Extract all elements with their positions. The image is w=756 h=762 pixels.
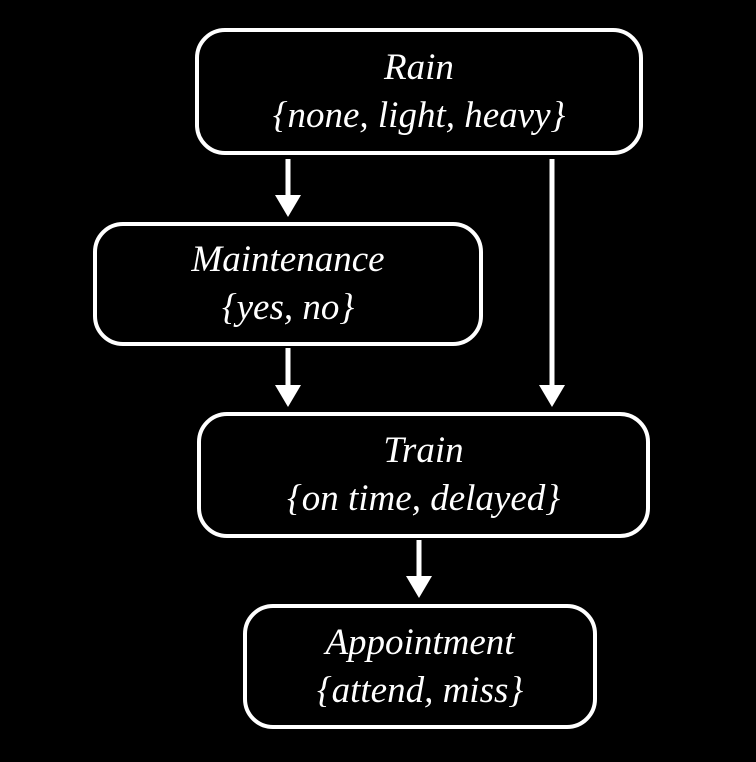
edge-maintenance-to-train-arrow xyxy=(275,348,301,407)
node-rain: Rain {none, light, heavy} xyxy=(195,28,643,155)
edge-rain-to-train-arrow xyxy=(539,159,565,407)
node-appointment-label: Appointment xyxy=(325,621,515,663)
node-rain-label: Rain xyxy=(384,46,454,88)
edge-rain-to-maintenance-arrow xyxy=(275,159,301,217)
edge-train-to-appointment-arrow xyxy=(406,540,432,598)
node-train-label: Train xyxy=(383,430,464,471)
node-maintenance-label: Maintenance xyxy=(191,239,385,280)
node-appointment: Appointment {attend, miss} xyxy=(243,604,597,729)
node-rain-domain: {none, light, heavy} xyxy=(272,94,566,136)
node-train-domain: {on time, delayed} xyxy=(286,478,561,519)
node-maintenance: Maintenance {yes, no} xyxy=(93,222,483,346)
node-train: Train {on time, delayed} xyxy=(197,412,650,538)
node-maintenance-domain: {yes, no} xyxy=(221,287,355,328)
node-appointment-domain: {attend, miss} xyxy=(316,669,524,711)
